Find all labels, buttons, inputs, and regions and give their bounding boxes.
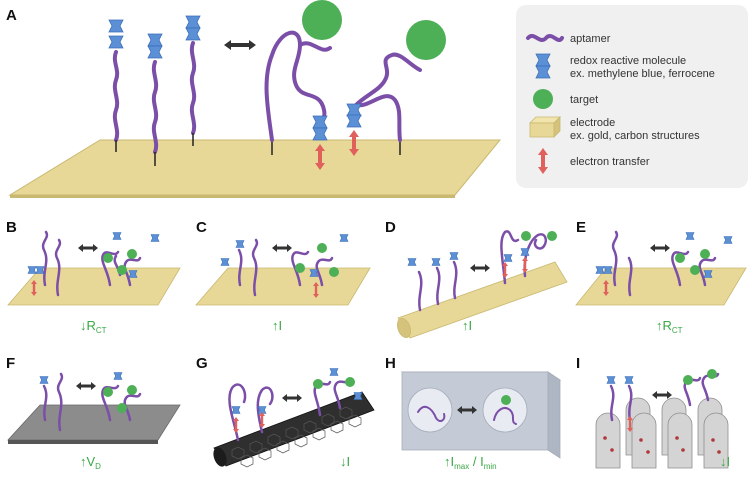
target-icon (533, 89, 553, 109)
readout-f: ↑VD (80, 454, 101, 471)
readout-h: ↑Imax / Imin (444, 454, 497, 471)
legend-target: target (570, 94, 598, 106)
redox-molecule-icon (535, 53, 551, 79)
electrode-icon (529, 116, 561, 138)
legend-aptamer: aptamer (570, 33, 611, 45)
panel-label-g: G (196, 355, 208, 372)
legend-electrode-line2: ex. gold, carbon structures (570, 130, 700, 142)
panel-b: B ↓RCT (6, 219, 181, 335)
panel-label-c: C (196, 219, 207, 236)
panel-a: A (6, 0, 502, 198)
legend: aptamer redox reactive molecule ex. meth… (516, 5, 748, 188)
panel-c: C ↑I (195, 219, 371, 333)
panel-f: F ↑VD (6, 355, 181, 471)
readout-d: ↑I (462, 318, 472, 333)
electrode-plate-a (8, 139, 502, 196)
target-molecule (302, 0, 342, 40)
legend-redox-line1: redox reactive molecule (570, 55, 686, 67)
equilibrium-arrow (224, 40, 256, 50)
panel-label-h: H (385, 355, 396, 372)
legend-redox-line2: ex. methylene blue, ferrocene (570, 68, 715, 80)
legend-electron-transfer: electron transfer (570, 156, 650, 168)
folded-aptamer (264, 30, 332, 142)
readout-b: ↓RCT (80, 318, 107, 335)
nanopillar-array (595, 397, 729, 469)
panel-label-d: D (385, 219, 396, 236)
legend-box (516, 5, 748, 188)
panel-label-e: E (576, 219, 586, 236)
readout-g: ↓I (340, 454, 350, 469)
aptamer-icon (526, 34, 564, 42)
panel-h: H ↑Imax / Imin (385, 355, 562, 471)
panel-label-b: B (6, 219, 17, 236)
readout-i: ↓I (720, 454, 730, 469)
panel-g: G (196, 355, 375, 469)
electrode-wire (397, 261, 568, 339)
aptamer-strand (112, 41, 197, 154)
panel-d: D ↑I (385, 219, 568, 339)
graphene-electrode (7, 404, 181, 441)
readout-c: ↑I (272, 318, 282, 333)
panel-label-a: A (6, 7, 17, 24)
panel-i: I ↓I (576, 355, 730, 469)
redox-molecule (108, 19, 124, 33)
panel-e: E ↑RCT (575, 219, 747, 335)
readout-e: ↑RCT (656, 318, 683, 335)
panel-label-i: I (576, 355, 580, 372)
panel-label-f: F (6, 355, 15, 372)
legend-electrode-line1: electrode (570, 117, 615, 129)
